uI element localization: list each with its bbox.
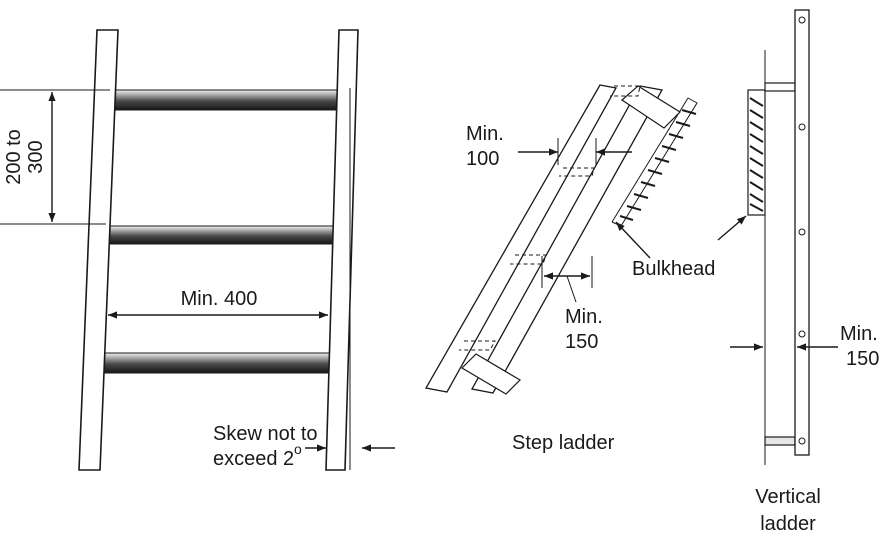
step-ladder-caption: Step ladder [512,432,615,454]
min150-vert-line1: Min. [840,323,878,345]
vertical-ladder: Min. 150 Vertical ladder [717,9,879,535]
vertical-ladder-caption-line1: Vertical [755,486,821,508]
vertical-ladder-caption-line2: ladder [760,513,816,535]
bulkhead-hatch [611,97,698,227]
straight-ladder: 200 to 300 Min. 400 Skew not to exceed 2… [0,29,395,471]
step-ladder-stringer-back [470,85,664,394]
min-width-label: Min. 400 [181,288,258,310]
bulkhead-label: Bulkhead [632,258,715,280]
hidden-tread-2 [559,167,595,177]
rung-3 [101,352,331,374]
wall-hatch [749,97,764,212]
rung-2 [105,225,335,245]
min150-step-line1: Min. [565,306,603,328]
skew-label-line1: Skew not to [213,423,318,445]
rung-spacing-label: 200 to 300 [3,129,47,185]
vertical-stile [794,9,810,456]
rung-1 [109,89,339,111]
hidden-tread-4 [459,340,496,351]
bulkhead-face [611,97,689,223]
step-ladder-stringer-front [424,84,618,393]
skew-label-line2: exceed 2 [213,448,294,470]
bottom-rung [764,436,796,446]
min100-label-line1: Min. [466,123,504,145]
left-stile [78,29,119,471]
skew-degree-symbol: o [294,441,302,457]
rung-spacing-line2: 300 [25,140,47,173]
top-bracket [764,82,796,92]
min100-label-line2: 100 [466,148,499,170]
rung-spacing-line1: 200 to [3,129,25,185]
bulkhead-arrow [615,221,651,259]
hidden-tread-1 [610,85,641,97]
step-tread-bottom [461,353,521,395]
wall-arrow [717,215,747,241]
hidden-tread-3 [510,254,547,265]
step-ladder: Min. 100 Min. 150 Bulkhead Step ladder [424,84,715,454]
min150-vert-line2: 150 [846,348,879,370]
min150-step-line2: 150 [565,331,598,353]
